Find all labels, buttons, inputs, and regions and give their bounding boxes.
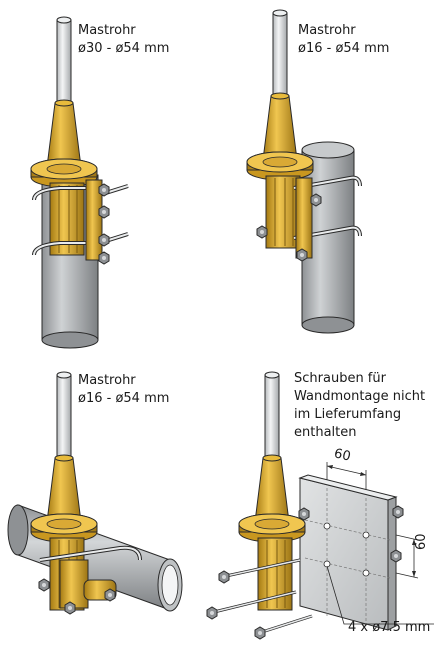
caption-panel-3: Mastrohr ø16 - ø54 mm bbox=[78, 372, 169, 408]
caption-panel-4-line-2: Wandmontage nicht bbox=[294, 389, 426, 404]
panel-wall-mount bbox=[206, 371, 434, 640]
caption-panel-1-line-2: ø30 - ø54 mm bbox=[78, 41, 170, 56]
panel-mast-vertical bbox=[30, 16, 129, 349]
caption-panel-4-line-1: Schrauben für bbox=[294, 371, 386, 386]
dim-vertical-label: 60 bbox=[414, 533, 429, 550]
caption-panel-4-line-3: im Lieferumfang bbox=[294, 407, 402, 422]
caption-panel-3-line-2: ø16 - ø54 mm bbox=[78, 391, 170, 406]
caption-panel-1-line-1: Mastrohr bbox=[78, 23, 136, 38]
caption-panel-2: Mastrohr ø16 - ø54 mm bbox=[298, 22, 389, 58]
panel-mast-horizontal bbox=[7, 371, 183, 615]
caption-panel-1: Mastrohr ø30 - ø54 mm bbox=[78, 22, 169, 58]
caption-panel-4-line-4: enthalten bbox=[294, 425, 357, 440]
caption-panel-3-line-1: Mastrohr bbox=[78, 373, 136, 388]
caption-panel-2-line-2: ø16 - ø54 mm bbox=[298, 41, 390, 56]
caption-panel-4: Schrauben für Wandmontage nicht im Liefe… bbox=[294, 370, 425, 442]
holes-label: 4 x ø7.5 mm bbox=[348, 620, 431, 635]
panel-mast-offset bbox=[246, 9, 362, 334]
caption-panel-2-line-1: Mastrohr bbox=[298, 23, 356, 38]
